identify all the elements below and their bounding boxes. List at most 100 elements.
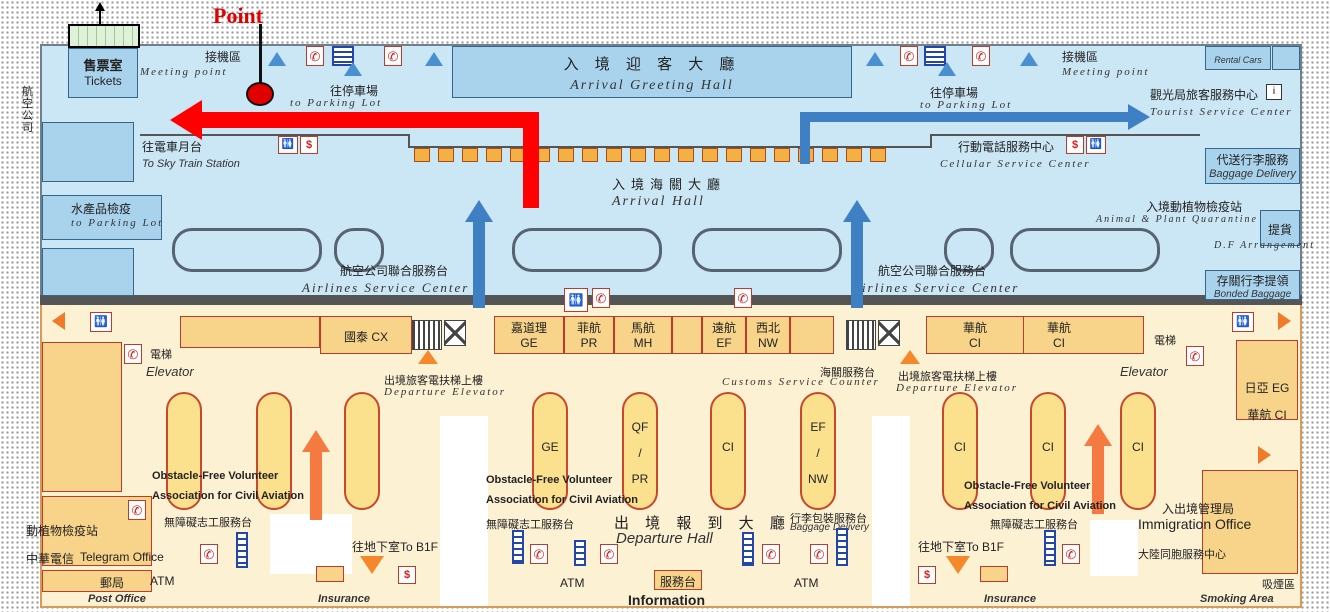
money-exchange-icon: $ <box>398 566 416 584</box>
bookshelf-icon <box>924 46 946 66</box>
counter-ci[interactable]: 華航 CI <box>1024 317 1094 353</box>
phone-icon[interactable]: ✆ <box>900 46 918 66</box>
blue-route-tourist <box>800 112 1130 122</box>
blue-route-arrowhead-icon <box>843 200 871 222</box>
checkin-island[interactable] <box>256 392 292 510</box>
baggage-wrap-zh: 行李包裝服務台 <box>790 513 867 525</box>
aquatic-quarantine[interactable]: 水產品檢疫 to Parking Lot <box>42 195 162 240</box>
up-arrow-icon <box>1020 52 1038 66</box>
island-label: CI <box>1042 440 1054 454</box>
checkin-cx[interactable]: 國泰 CX <box>320 316 412 354</box>
counter-zh: 遠航 <box>711 321 736 335</box>
phone-icon[interactable]: ✆ <box>762 544 780 564</box>
phone-icon[interactable]: ✆ <box>1062 544 1080 564</box>
blank-area <box>1090 520 1138 576</box>
blue-route-up-right <box>851 218 863 308</box>
phone-icon[interactable]: ✆ <box>530 544 548 564</box>
counter-nw[interactable]: 西北 NW <box>746 316 790 354</box>
checkin-island[interactable] <box>166 392 202 510</box>
airline-right-en: Airlines Service Center <box>852 280 1020 295</box>
tickets-office[interactable]: 售票室 Tickets <box>68 48 138 98</box>
escalator-left[interactable] <box>412 320 442 350</box>
counter-mh[interactable]: 馬航 MH <box>614 316 672 354</box>
baggage-cart-icon <box>836 528 848 566</box>
counter-blank <box>672 316 702 354</box>
skytrain-zh: 往電車月台 <box>142 140 203 154</box>
df-booth[interactable]: 提貨 <box>1260 210 1300 246</box>
checkin-row-left <box>180 316 320 348</box>
tickets-zh: 售票室 <box>83 58 123 73</box>
counter-code: CI <box>1053 336 1065 350</box>
phone-icon[interactable]: ✆ <box>810 544 828 564</box>
parking-right-zh: 往停車場 <box>930 86 979 100</box>
customs-counter-zh: 海關服務台 <box>820 367 875 379</box>
counter-ge[interactable]: 嘉道理 GE <box>494 316 564 354</box>
phone-icon[interactable]: ✆ <box>306 46 324 66</box>
checkin-island[interactable] <box>344 392 380 510</box>
phone-icon[interactable]: ✆ <box>384 46 402 66</box>
meeting-left-en: Meeting point <box>140 66 228 78</box>
baggage-carousel <box>692 228 842 272</box>
checkin-island-ci[interactable]: CI <box>1120 392 1156 510</box>
checkin-row-mid: 嘉道理 GE 菲航 PR 馬航 MH 遠航 EF 西北 NW <box>494 316 834 354</box>
phone-icon[interactable]: ✆ <box>600 544 618 564</box>
checkin-island-ci[interactable]: CI <box>942 392 978 510</box>
counter-pr[interactable]: 菲航 PR <box>564 316 614 354</box>
cx-label: 國泰 CX <box>343 330 388 344</box>
insurance-booth[interactable] <box>980 566 1008 582</box>
escalator-right[interactable] <box>846 320 876 350</box>
counter-code: MH <box>633 336 653 350</box>
counter-ci[interactable]: 華航 CI <box>927 317 1024 353</box>
volunteer-1-line1: Obstacle-Free Volunteer <box>152 470 279 482</box>
left-booth-2 <box>42 248 134 296</box>
tickets-en: Tickets <box>84 74 122 88</box>
counter-zh: 西北 <box>755 321 780 335</box>
volunteer-1-line2: Association for Civil Aviation <box>152 490 304 502</box>
closed-area <box>444 320 466 346</box>
stored-baggage-booth[interactable]: 存關行李提領 Bonded Baggage <box>1205 270 1300 300</box>
baggage-cart-icon <box>574 540 586 566</box>
baggage-delivery-booth[interactable]: 代送行李服務 Baggage Delivery <box>1205 148 1300 184</box>
phone-icon[interactable]: ✆ <box>1186 346 1204 366</box>
legend-box <box>68 24 140 48</box>
floor-divider <box>40 295 1302 305</box>
counter-code: CI <box>969 336 981 350</box>
checkin-island-ef-nw[interactable]: EF / NW <box>800 392 836 510</box>
parking-right-en: to Parking Lot <box>920 99 1013 111</box>
baggage-en: Baggage Delivery <box>1209 168 1296 180</box>
dep-elev-right-zh: 出境旅客電扶梯上樓 <box>898 371 997 383</box>
orange-arrowhead-icon <box>302 430 330 452</box>
smoking-zh: 吸煙區 <box>1262 579 1295 591</box>
phone-icon[interactable]: ✆ <box>124 344 142 364</box>
phone-icon[interactable]: ✆ <box>128 500 146 520</box>
checkin-island-ci[interactable]: CI <box>1030 392 1066 510</box>
phone-icon[interactable]: ✆ <box>200 544 218 564</box>
counter-zh: 華航 <box>962 321 987 335</box>
up-arrow-icon <box>344 62 362 76</box>
quarantine-upper-zh: 入境動植物檢疫站 <box>1146 200 1243 214</box>
rental-cars-booth[interactable]: Rental Cars <box>1205 46 1271 70</box>
phone-icon[interactable]: ✆ <box>972 46 990 66</box>
point-pin-icon[interactable] <box>246 82 274 106</box>
customs-hall-en: Arrival Hall <box>612 194 705 209</box>
counter-ef[interactable]: 遠航 EF <box>702 316 746 354</box>
insurance-booth[interactable] <box>316 566 344 582</box>
stored-zh: 存關行李提領 <box>1216 274 1289 288</box>
counter-zh: 菲航 <box>576 321 601 335</box>
meeting-right-en: Meeting point <box>1062 66 1150 78</box>
tourist-en: Tourist Service Center <box>1150 106 1293 118</box>
information-booth[interactable]: 服務台 <box>654 570 702 590</box>
post-zh: 郵局 <box>100 576 125 590</box>
phone-icon[interactable]: ✆ <box>592 288 610 308</box>
money-exchange-icon: $ <box>1066 136 1084 154</box>
checkin-island-qf-pr[interactable]: QF / PR <box>622 392 658 510</box>
airline-left-en: Airlines Service Center <box>302 280 470 295</box>
baggage-carousel <box>944 228 994 272</box>
customs-counter-en: Customs Service Counter <box>722 376 880 388</box>
checkin-island-ci[interactable]: CI <box>710 392 746 510</box>
immigration-office[interactable]: 日亞 EG 華航 CI <box>1236 340 1298 422</box>
airline-right-zh: 航空公司聯合服務台 <box>878 264 987 278</box>
phone-icon[interactable]: ✆ <box>734 288 752 308</box>
bookshelf-icon <box>332 46 354 66</box>
checkin-island-ge[interactable]: GE <box>532 392 568 510</box>
